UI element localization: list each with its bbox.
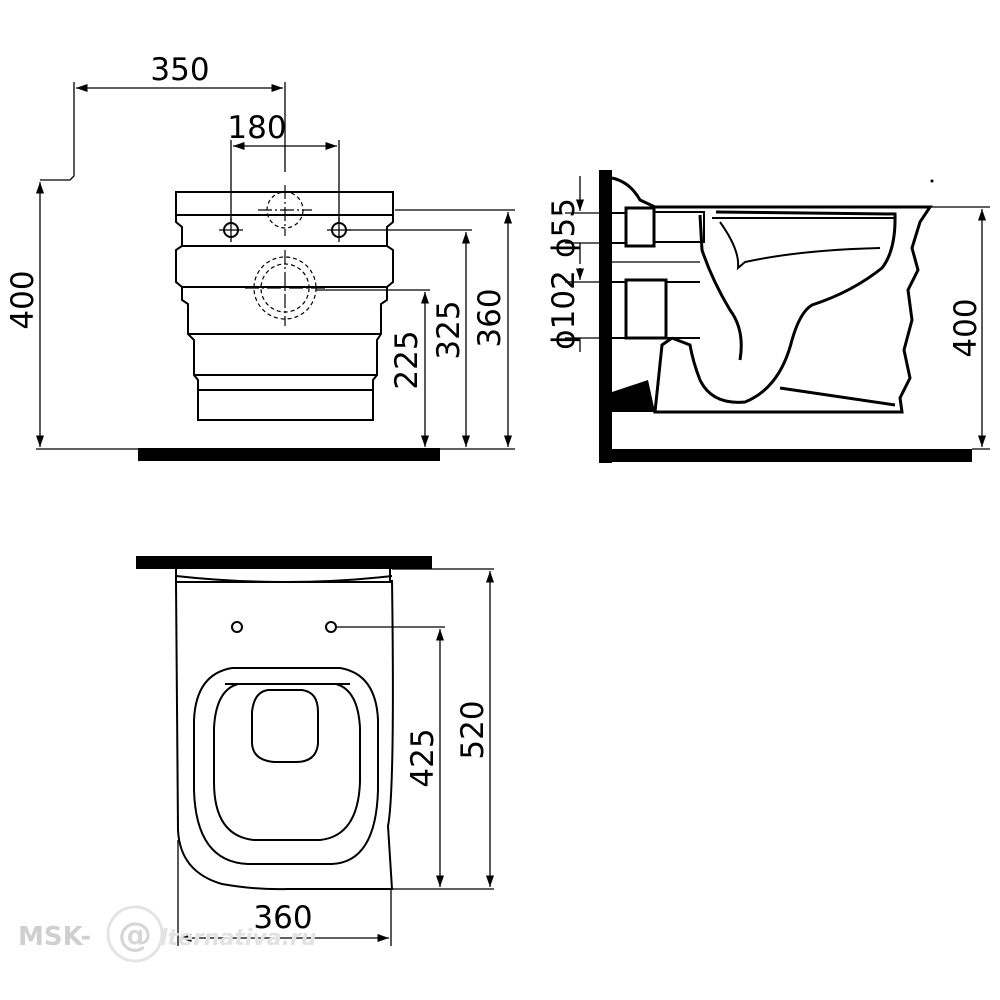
dim-text-520: 520 — [455, 700, 491, 759]
side-rim-inner — [719, 221, 881, 271]
top-bowl-opening — [251, 689, 319, 763]
front-outlet-hidden — [245, 250, 325, 326]
side-floor-bar — [599, 449, 972, 462]
top-body-top-edge — [175, 575, 393, 583]
dim-text-360: 360 — [472, 288, 508, 347]
side-bowl-inner — [698, 214, 743, 361]
front-body-outline — [175, 191, 394, 421]
side-bowl-surface — [671, 210, 897, 404]
top-view: 425 520 360 — [136, 556, 495, 946]
top-mount-hole-left — [231, 621, 243, 633]
front-floor-bar — [138, 448, 440, 461]
watermark-logo: MSK- @ lternativa.ru — [18, 905, 316, 963]
side-view: ϕ55 ϕ102 400 — [546, 170, 990, 463]
watermark-suffix: lternativa.ru — [160, 926, 316, 951]
top-mount-hole-right — [325, 621, 337, 633]
watermark-at-circle — [106, 905, 164, 963]
dim-text-400-right: 400 — [948, 298, 984, 357]
side-trap-bottom — [779, 386, 896, 407]
watermark-prefix: MSK- — [18, 922, 91, 952]
dim-text-225: 225 — [389, 330, 425, 389]
side-inlet-pipe — [624, 206, 656, 248]
dim-text-d102: ϕ102 — [546, 270, 582, 350]
dim-text-d55: ϕ55 — [546, 198, 582, 258]
side-wall — [599, 170, 612, 463]
dim-text-325: 325 — [431, 300, 467, 359]
top-seat-inner — [213, 683, 361, 841]
watermark-at-symbol: @ — [118, 915, 152, 955]
front-view: 350 180 400 225 325 360 — [5, 52, 515, 461]
dim-text-180: 180 — [227, 110, 286, 146]
side-dot — [930, 179, 934, 183]
ext-line — [40, 82, 75, 181]
side-outlet-pipe — [624, 278, 668, 340]
dim-text-400-left: 400 — [5, 270, 41, 329]
dim-text-360-bottom: 360 — [253, 900, 312, 936]
side-inlet-socket — [653, 211, 705, 243]
side-support-block — [612, 380, 655, 412]
dim-text-425: 425 — [405, 728, 441, 787]
top-seat-outer — [193, 667, 379, 865]
top-wall-bar — [136, 556, 432, 569]
front-inlet-hidden — [258, 185, 312, 236]
dim-text-350: 350 — [150, 52, 209, 88]
